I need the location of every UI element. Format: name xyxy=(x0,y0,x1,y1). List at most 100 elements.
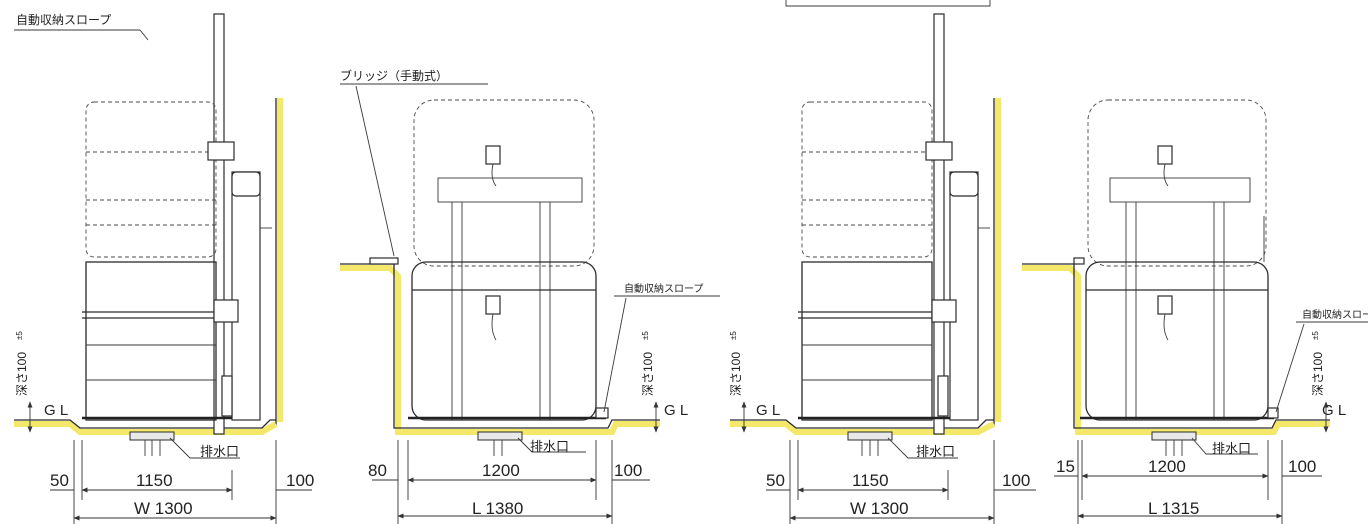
dim-inner-label-4: 1200 xyxy=(1148,457,1186,476)
lower-call-button-box xyxy=(1157,295,1173,315)
dim-total-label-3: W 1300 xyxy=(850,499,909,518)
label-auto-slope: 自動収納スロープ xyxy=(16,13,111,27)
dim-right-3: 100 xyxy=(1002,471,1030,490)
cable xyxy=(491,163,497,187)
depth-label-group-3: 深さ100 ±5 xyxy=(729,331,743,396)
ground-yellow xyxy=(14,421,278,435)
drain-leader xyxy=(517,437,586,453)
lowered-cabin-frame xyxy=(1085,261,1269,421)
figure-4-length-view: 自動収納スロープ 排水口 G L 深さ100 ±5 15 1200 100 L … xyxy=(1022,99,1368,524)
raised-platform-outline xyxy=(85,101,217,258)
figure-1-width-view: 自動収納スロープ 排水口 G L xyxy=(14,13,314,524)
label-auto-slope-2: 自動収納スロープ xyxy=(624,282,703,295)
column-cap xyxy=(231,171,261,197)
ground-yellow xyxy=(730,421,996,435)
figure-2-length-view: ブリッジ（手動式） 自動収納スロープ 排水口 G L xyxy=(340,68,720,524)
dim-right: 100 xyxy=(286,471,314,490)
lowered-cabin-frame xyxy=(411,261,597,421)
pit-outline xyxy=(14,419,276,429)
label-depth-tol: ±5 xyxy=(15,331,24,340)
depth-label-group-2: 深さ100 ±5 xyxy=(641,331,655,396)
label-drain: 排水口 xyxy=(200,444,239,459)
drain-plate xyxy=(477,431,523,441)
lower-control-box xyxy=(931,299,957,323)
dim-inner-label-2: 1200 xyxy=(482,461,520,480)
ground-yellow xyxy=(340,265,660,435)
raised-cabin-outline xyxy=(1087,99,1267,267)
upper-backpanel xyxy=(437,177,583,203)
dim-total-label: W 1300 xyxy=(134,499,193,518)
label-depth-4: 深さ100 xyxy=(1311,352,1325,396)
lower-call-button-box xyxy=(485,295,501,315)
cable xyxy=(491,313,497,341)
slope-stopper xyxy=(1267,407,1279,419)
dim-left-3: 50 xyxy=(766,471,785,490)
dim-inner-label: 1150 xyxy=(136,471,173,490)
label-gl: G L xyxy=(44,402,68,419)
label-drain-3: 排水口 xyxy=(916,444,955,459)
pit-outline xyxy=(730,419,994,429)
label-drain-4: 排水口 xyxy=(1212,441,1251,456)
drain-leader xyxy=(1191,437,1258,455)
mast-pole xyxy=(933,13,945,435)
label-depth-tol-3: ±5 xyxy=(729,331,738,340)
upper-control-box xyxy=(207,141,235,161)
dim-total-label-2: L 1380 xyxy=(472,499,523,518)
dim-left-2: 80 xyxy=(368,461,387,480)
lowered-platform-frame xyxy=(801,261,933,421)
label-depth-3: 深さ100 xyxy=(729,352,743,396)
label-depth-2: 深さ100 xyxy=(641,352,655,396)
bridge-leader xyxy=(355,85,395,257)
dim-left: 50 xyxy=(50,471,69,490)
upper-backpanel xyxy=(1109,177,1251,203)
bridge-plate xyxy=(369,257,399,265)
drain-plate xyxy=(1151,431,1197,441)
pit-outline xyxy=(1022,263,1330,429)
mast-pole xyxy=(213,13,225,435)
ground-yellow xyxy=(1022,265,1330,435)
upper-call-button-box xyxy=(485,145,501,165)
dim-right-2: 100 xyxy=(614,461,642,480)
figure-3-width-view: 排水口 G L 深さ100 ±5 50 1150 100 W 1300 xyxy=(729,13,1036,524)
label-depth: 深さ100 xyxy=(15,352,29,396)
drive-column xyxy=(949,171,979,421)
lower-control-box xyxy=(213,299,239,323)
label-gl-3: G L xyxy=(756,402,780,419)
drain-leader xyxy=(887,437,958,459)
dim-left-4: 15 xyxy=(1056,457,1075,476)
slope-hinge xyxy=(937,375,949,417)
cable xyxy=(1163,163,1169,187)
depth-label-group-4: 深さ100 ±5 xyxy=(1311,331,1325,396)
drain-plate xyxy=(847,431,893,441)
top-bracket xyxy=(785,0,991,7)
dim-total-label-4: L 1315 xyxy=(1148,499,1199,518)
callout-line xyxy=(139,29,149,41)
label-auto-slope-3: 自動収納スロープ xyxy=(1302,308,1368,321)
depth-label-group: 深さ100 ±5 xyxy=(15,331,29,396)
raised-platform-outline xyxy=(801,101,933,258)
slope-leader xyxy=(603,297,627,413)
column-cap xyxy=(949,171,979,197)
raised-cabin-outline xyxy=(413,99,595,267)
edge-plate xyxy=(1073,257,1085,265)
slope-hinge xyxy=(221,375,233,417)
upper-control-box xyxy=(925,141,953,161)
drain-plate xyxy=(129,431,175,441)
dim-inner-label-3: 1150 xyxy=(852,471,889,490)
upper-call-button-box xyxy=(1157,145,1173,165)
label-depth-tol-2: ±5 xyxy=(641,331,650,340)
label-drain-2: 排水口 xyxy=(530,439,569,454)
cable xyxy=(1163,313,1169,341)
pit-outline xyxy=(340,263,660,429)
drain-leader xyxy=(169,437,240,459)
drive-column xyxy=(231,171,261,421)
label-gl-2: G L xyxy=(664,402,688,419)
slope-leader xyxy=(1275,323,1305,413)
dim-right-4: 100 xyxy=(1288,457,1316,476)
label-bridge: ブリッジ（手動式） xyxy=(340,68,448,83)
label-depth-tol-4: ±5 xyxy=(1311,331,1320,340)
lowered-platform-frame xyxy=(85,261,217,421)
slope-stopper xyxy=(595,407,609,419)
